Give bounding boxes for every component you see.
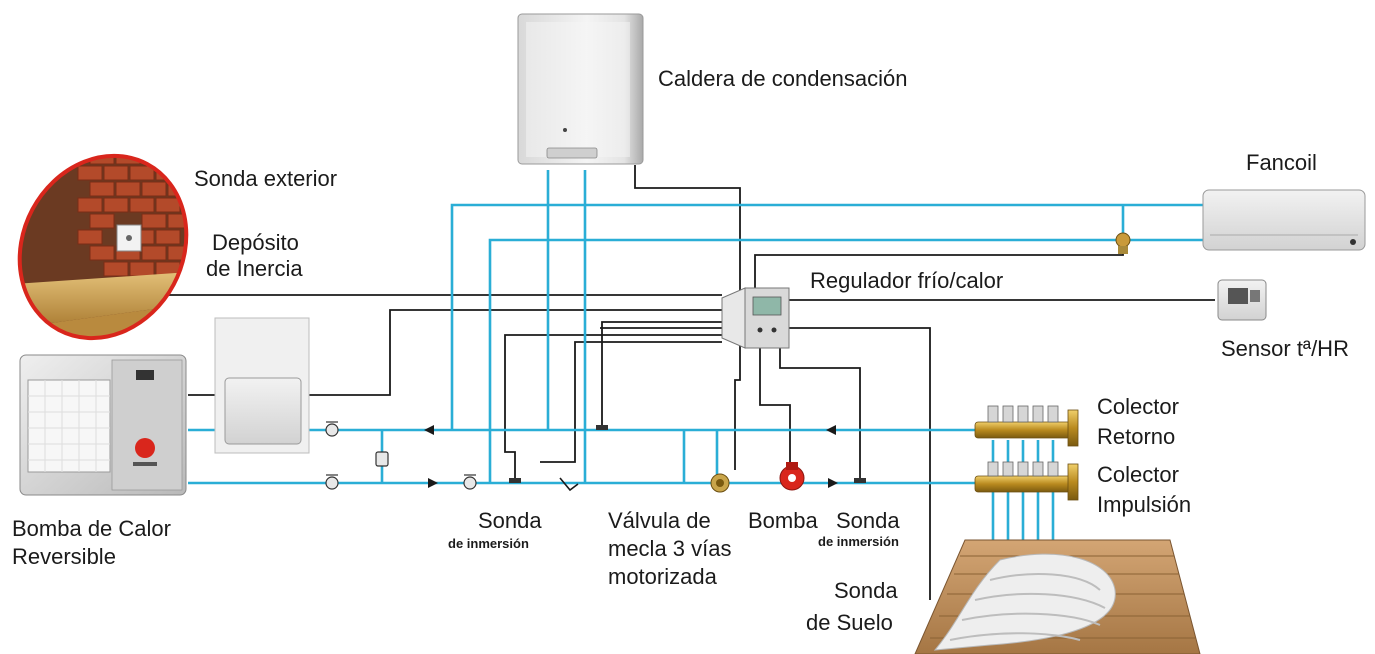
ball-valves	[325, 421, 477, 490]
bomba-calor-label-line2: Reversible	[12, 544, 116, 569]
heat-pump-icon	[19, 354, 187, 496]
valvula-label-line2: mecla 3 vías	[608, 536, 732, 561]
valvula-label-line1: Válvula de	[608, 508, 711, 533]
sonda-inmersion-2-label-line1: Sonda	[836, 508, 900, 533]
deposito-label-line1: Depósito	[212, 230, 299, 255]
humidity-sensor-icon	[1217, 279, 1267, 321]
sensor-label: Sensor tª/HR	[1221, 336, 1349, 361]
fancoil-valve-icon	[1115, 232, 1131, 254]
caldera-label: Caldera de condensación	[658, 66, 908, 91]
manifold-supply-icon	[974, 461, 1079, 501]
pump-icon	[779, 462, 805, 491]
fancoil-icon	[1202, 189, 1366, 251]
sonda-suelo-label-line1: Sonda	[834, 578, 898, 603]
colector-impulsion-label-line1: Colector	[1097, 462, 1179, 487]
colector-retorno-label-line2: Retorno	[1097, 424, 1176, 449]
boiler-icon	[517, 13, 644, 165]
flow-arrows	[424, 425, 838, 488]
underfloor-heating-icon	[914, 539, 1201, 654]
controller-icon	[721, 287, 790, 349]
sonda-inmersion-1-label-line1: Sonda	[478, 508, 542, 533]
sonda-exterior-label: Sonda exterior	[194, 166, 338, 191]
valvula-label-line3: motorizada	[608, 564, 717, 589]
buffer-tank-icon	[214, 317, 310, 454]
sonda-suelo-label-line2: de Suelo	[806, 610, 893, 635]
outdoor-probe-icon	[0, 140, 218, 360]
manifold-return-icon	[974, 405, 1079, 447]
bomba-label: Bomba	[748, 508, 818, 533]
fancoil-label: Fancoil	[1246, 150, 1317, 175]
sonda-inmersion-1-label-line2: de inmersión	[448, 536, 529, 551]
sonda-inmersion-2-label-line2: de inmersión	[818, 534, 899, 549]
colector-retorno-label-line1: Colector	[1097, 394, 1179, 419]
control-wiring	[150, 165, 1215, 600]
colector-impulsion-label-line2: Impulsión	[1097, 492, 1192, 517]
three-way-valve-icon	[559, 473, 730, 493]
immersion-probe-tees	[509, 425, 866, 483]
deposito-label-line2: de Inercia	[206, 256, 303, 281]
bomba-calor-label-line1: Bomba de Calor	[12, 516, 171, 541]
regulador-label: Regulador frío/calor	[810, 268, 1004, 293]
